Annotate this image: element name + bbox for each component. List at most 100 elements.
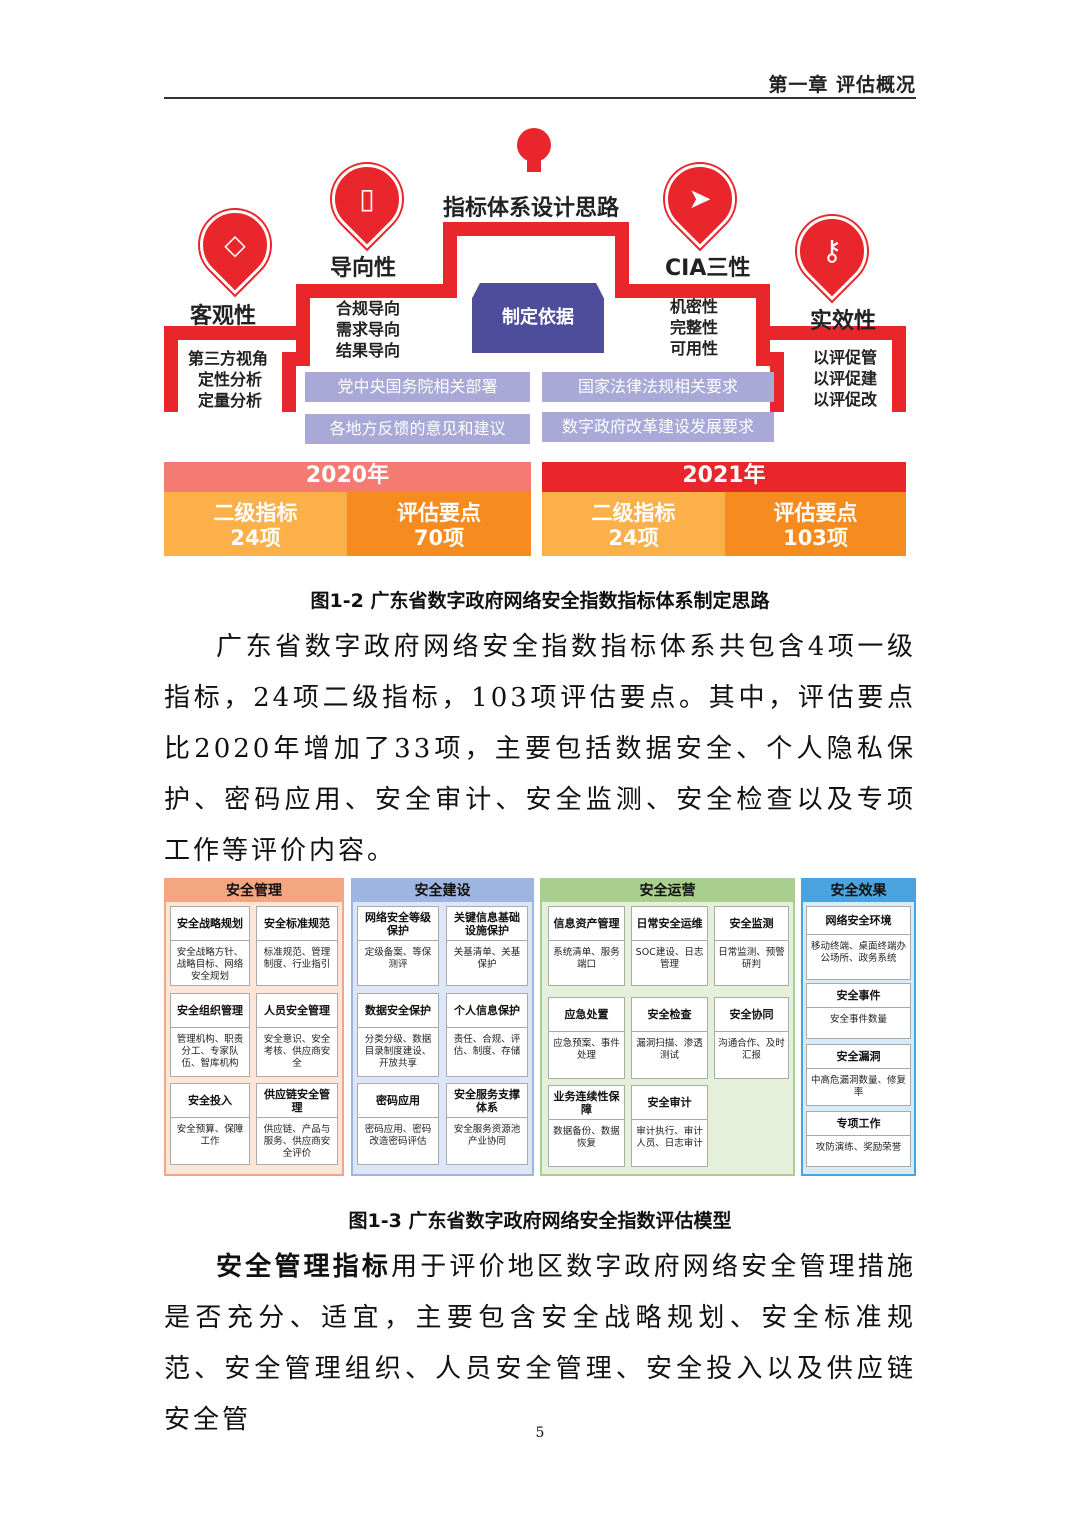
box-body: 日常监测、预警研判 bbox=[718, 947, 785, 970]
year-2021-header: 2021年 bbox=[542, 462, 906, 492]
box-body: 应急预案、事件处理 bbox=[553, 1038, 620, 1061]
box-body: 安全战略方针、战略目标、网络安全规划 bbox=[176, 947, 244, 982]
basis-item: 数字政府改革建设发展要求 bbox=[542, 412, 774, 442]
label-guidance: 导向性 bbox=[330, 256, 397, 281]
list-item: 需求导向 bbox=[336, 320, 401, 339]
box-body: 数据备份、数据恢复 bbox=[553, 1126, 620, 1149]
label-cia: CIA三性 bbox=[665, 256, 751, 281]
box-title: 安全审计 bbox=[632, 1086, 707, 1120]
mouse-icon: ▯ bbox=[359, 182, 375, 215]
cell-label: 二级指标 bbox=[213, 501, 298, 525]
model-box: 安全战略规划安全战略方针、战略目标、网络安全规划 bbox=[170, 906, 250, 986]
column-title: 安全管理 bbox=[166, 880, 342, 902]
diamond-icon: ◇ bbox=[224, 228, 246, 261]
basis-item: 各地方反馈的意见和建议 bbox=[305, 414, 530, 444]
box-title: 业务连续性保障 bbox=[549, 1086, 624, 1120]
basis-item: 党中央国务院相关部署 bbox=[305, 372, 530, 402]
list-item: 合规导向 bbox=[336, 299, 401, 318]
model-box: 专项工作攻防演练、奖励荣誉 bbox=[806, 1111, 911, 1167]
cell-value: 24项 bbox=[608, 526, 659, 550]
bold-term: 安全管理指标 bbox=[216, 1252, 392, 1282]
label-objectivity: 客观性 bbox=[190, 304, 257, 329]
model-box: 供应链安全管理供应链、产品与服务、供应商安全评价 bbox=[256, 1083, 338, 1165]
frame-right-step bbox=[615, 222, 629, 284]
paragraph-text: 用于评价地区数字政府网络安全管理措施是否充分、适宜，主要包含安全战略规划、安全标… bbox=[164, 1252, 916, 1435]
box-title: 安全监测 bbox=[715, 907, 788, 941]
box-body: SOC建设、日志管理 bbox=[635, 947, 704, 970]
list-item: 可用性 bbox=[670, 339, 719, 358]
list-item: 定量分析 bbox=[198, 391, 263, 410]
frame-far-left-down bbox=[164, 326, 178, 412]
box-body: 标准规范、管理制度、行业指引 bbox=[263, 947, 331, 970]
model-box: 安全事件安全事件数量 bbox=[806, 983, 911, 1039]
lightbulb-base bbox=[527, 160, 541, 172]
column-title: 安全建设 bbox=[353, 880, 532, 902]
figure-title: 指标体系设计思路 bbox=[443, 196, 620, 221]
model-box: 安全协同沟通合作、及时汇报 bbox=[714, 997, 789, 1079]
model-box: 个人信息保护责任、合规、评估、制度、存储 bbox=[446, 993, 528, 1077]
body-paragraph-2: 安全管理指标用于评价地区数字政府网络安全管理措施是否充分、适宜，主要包含安全战略… bbox=[164, 1242, 916, 1435]
box-title: 数据安全保护 bbox=[358, 994, 438, 1028]
basis-item: 国家法律法规相关要求 bbox=[542, 372, 774, 402]
box-body: 责任、合规、评估、制度、存储 bbox=[453, 1034, 521, 1057]
effectiveness-items: 以评促管 以评促建 以评促改 bbox=[813, 347, 877, 410]
frame-right-down bbox=[756, 284, 770, 366]
model-box: 安全审计审计执行、审计人员、日志审计 bbox=[631, 1085, 708, 1167]
list-item: 以评促建 bbox=[813, 369, 878, 388]
box-body: 中高危漏洞数量、修复率 bbox=[810, 1075, 906, 1098]
model-box: 安全投入安全预算、保障工作 bbox=[170, 1083, 250, 1165]
box-title: 安全服务支撑体系 bbox=[447, 1084, 527, 1118]
list-item: 以评促改 bbox=[813, 390, 878, 409]
box-title: 日常安全运维 bbox=[632, 907, 707, 941]
box-title: 网络安全等级保护 bbox=[358, 907, 438, 941]
box-body: 管理机构、职责分工、专家队伍、智库机构 bbox=[176, 1034, 244, 1069]
box-title: 人员安全管理 bbox=[257, 994, 337, 1028]
box-title: 安全投入 bbox=[171, 1084, 249, 1118]
cell-label: 评估要点 bbox=[773, 501, 858, 525]
header-rule bbox=[164, 97, 916, 99]
list-item: 以评促管 bbox=[813, 348, 878, 367]
model-box: 密码应用密码应用、密码改造密码评估 bbox=[357, 1083, 439, 1165]
model-box: 安全标准规范标准规范、管理制度、行业指引 bbox=[256, 906, 338, 986]
figure-caption-1-3: 图1-3 广东省数字政府网络安全指数评估模型 bbox=[348, 1210, 732, 1232]
cia-items: 机密性 完整性 可用性 bbox=[670, 296, 718, 359]
model-box: 应急处置应急预案、事件处理 bbox=[548, 997, 625, 1079]
box-body: 安全服务资源池产业协同 bbox=[453, 1124, 521, 1147]
box-title: 信息资产管理 bbox=[549, 907, 624, 941]
figure-caption-1-2: 图1-2 广东省数字政府网络安全指数指标体系制定思路 bbox=[310, 590, 770, 612]
box-body: 安全意识、安全考核、供应商安全 bbox=[263, 1034, 331, 1069]
box-body: 沟通合作、及时汇报 bbox=[718, 1038, 785, 1061]
box-title: 供应链安全管理 bbox=[257, 1084, 337, 1118]
cell-2020-points: 评估要点 70项 bbox=[347, 492, 531, 556]
box-title: 安全战略规划 bbox=[171, 907, 249, 941]
basis-box: 制定依据 bbox=[472, 283, 604, 353]
box-title: 专项工作 bbox=[807, 1112, 910, 1136]
box-title: 安全事件 bbox=[807, 984, 910, 1008]
list-item: 机密性 bbox=[670, 297, 719, 316]
cell-label: 评估要点 bbox=[397, 501, 481, 525]
objectivity-items: 第三方视角 定性分析 定量分析 bbox=[188, 348, 268, 411]
key-icon: ⚷ bbox=[821, 234, 843, 267]
model-box: 安全漏洞中高危漏洞数量、修复率 bbox=[806, 1044, 911, 1106]
chapter-header: 第一章 评估概况 bbox=[768, 74, 916, 96]
box-title: 密码应用 bbox=[358, 1084, 438, 1118]
box-body: 分类分级、数据目录制度建设、开放共享 bbox=[364, 1034, 432, 1069]
box-title: 安全检查 bbox=[632, 998, 707, 1032]
cell-value: 103项 bbox=[783, 526, 848, 550]
model-box: 日常安全运维 SOC建设、日志管理 bbox=[631, 906, 708, 986]
box-body: 攻防演练、奖励荣誉 bbox=[815, 1142, 902, 1153]
body-paragraph-1: 广东省数字政府网络安全指数指标体系共包含4项一级指标，24项二级指标，103项评… bbox=[164, 632, 916, 866]
cell-label: 二级指标 bbox=[591, 501, 676, 525]
cell-2020-secondary: 二级指标 24项 bbox=[164, 492, 347, 556]
box-title: 安全标准规范 bbox=[257, 907, 337, 941]
frame-far-right-down bbox=[892, 326, 906, 412]
box-title: 安全组织管理 bbox=[171, 994, 249, 1028]
model-box: 安全检查漏洞扫描、渗透测试 bbox=[631, 997, 708, 1079]
model-box: 安全服务支撑体系安全服务资源池产业协同 bbox=[446, 1083, 528, 1165]
lightbulb-icon bbox=[517, 128, 551, 162]
frame-left-step bbox=[443, 222, 457, 284]
list-item: 第三方视角 bbox=[188, 349, 269, 368]
model-box: 安全监测日常监测、预警研判 bbox=[714, 906, 789, 986]
guidance-items: 合规导向 需求导向 结果导向 bbox=[336, 298, 400, 361]
frame-inner-left bbox=[282, 352, 296, 412]
